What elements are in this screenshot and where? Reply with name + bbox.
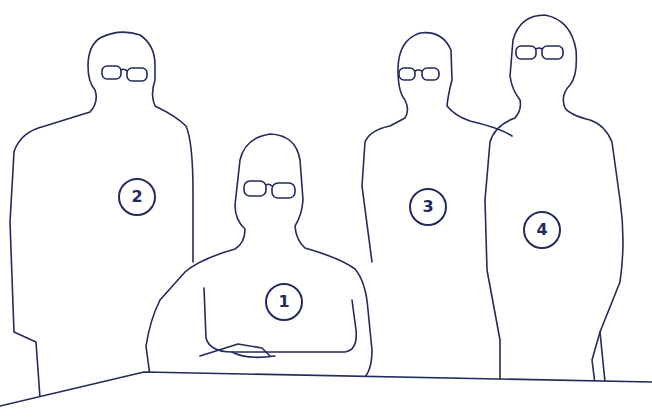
person-silhouette [146,134,372,380]
callout-number: 4 [536,222,547,238]
callout-circle: 2 [118,178,156,216]
callout-circle: 3 [409,188,447,226]
callout-number: 3 [422,199,433,215]
callout-circle: 1 [265,283,303,321]
glasses [399,68,439,80]
hands-outline [200,344,275,357]
glasses [516,46,563,59]
person-silhouette [485,15,623,412]
callout-number: 2 [131,189,142,205]
callout-circle: 4 [523,211,561,249]
glasses [244,181,295,198]
callout-number: 1 [278,294,289,310]
table-edge [0,372,652,417]
glasses [102,66,147,81]
table-edge [0,372,652,406]
